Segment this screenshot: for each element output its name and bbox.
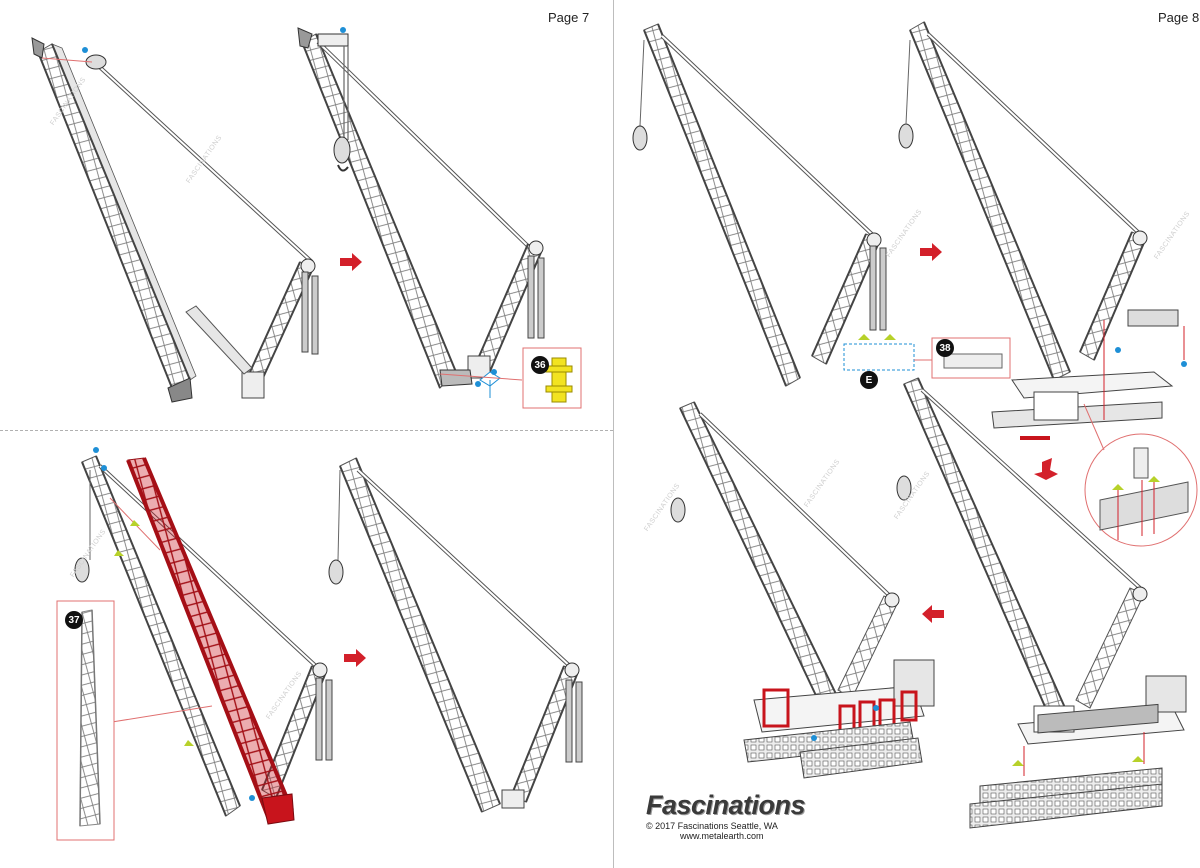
boom-assembly-e (632, 23, 915, 387)
blue-marker (82, 47, 88, 53)
page-spine (613, 0, 614, 868)
page-number: Page 8 (1158, 10, 1200, 25)
assembled-boom (328, 457, 583, 813)
crane-upper-structure (898, 21, 1187, 440)
step-35-boom-illustration (31, 27, 583, 841)
step-badge-e: E (860, 371, 878, 389)
mast (185, 258, 319, 399)
next-arrow (922, 605, 944, 623)
page-number: Page 7 (548, 10, 590, 25)
boom-red-section (74, 447, 333, 825)
finished-crane (670, 401, 935, 779)
zoom-detail (1083, 403, 1198, 547)
copyright-text: © 2017 Fascinations Seattle, WA (646, 821, 778, 831)
pendant-line (85, 54, 314, 264)
brand-footer: Fascinations © 2017 Fascinations Seattle… (646, 790, 806, 841)
step-badge-38: 38 (936, 339, 954, 357)
next-arrow (340, 253, 362, 271)
website-url: www.metalearth.com (680, 831, 764, 841)
step-divider (0, 430, 613, 431)
next-arrow (920, 243, 942, 261)
part-38-callout (914, 337, 1011, 379)
next-arrow (344, 649, 366, 667)
page-7: Page 7 (0, 10, 613, 841)
part-37-callout (56, 600, 115, 841)
step-badge-36: 36 (531, 356, 549, 374)
crane-on-tracks (896, 377, 1187, 829)
step-badge-37: 37 (65, 611, 83, 629)
step-38-crane-illustrations (632, 21, 1198, 829)
page-8: Page 8 (614, 0, 1200, 868)
brand-logo: Fascinations (646, 790, 806, 820)
boom-with-hook (297, 27, 545, 398)
next-arrow (1034, 458, 1058, 480)
boom-lattice (31, 37, 197, 403)
part-36-callout (522, 347, 582, 409)
